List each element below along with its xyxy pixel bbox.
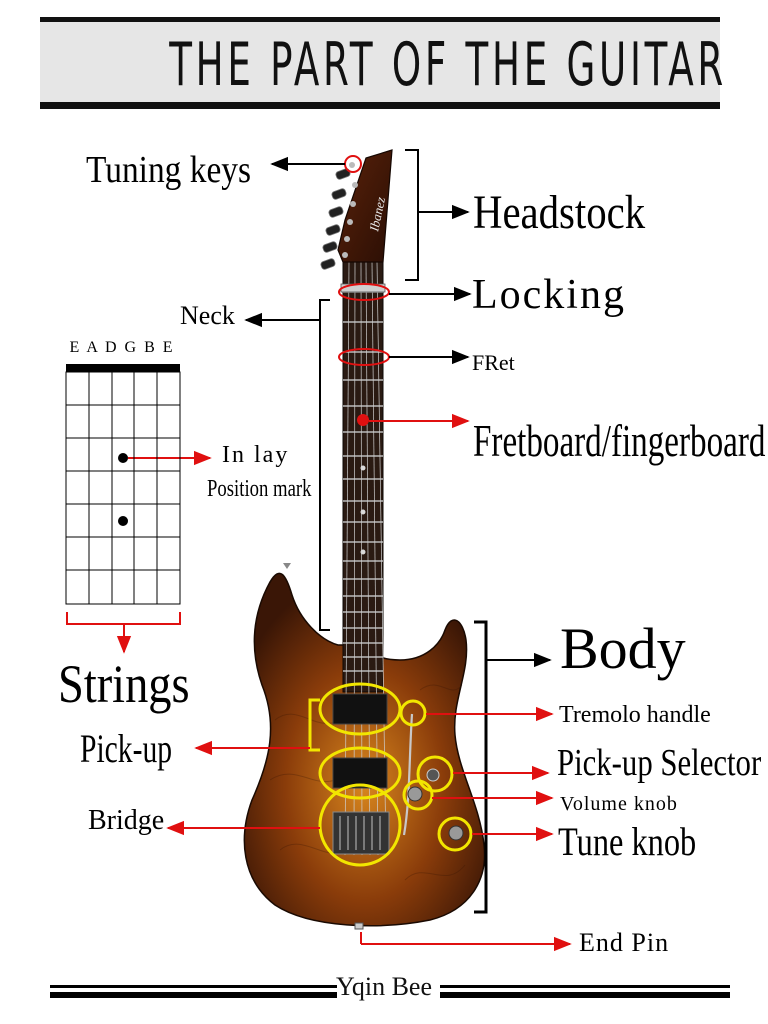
label-bridge: Bridge xyxy=(88,805,164,836)
guitar-strings xyxy=(344,261,387,856)
inlay-dot xyxy=(118,516,128,526)
brand-logo: Ibanez xyxy=(366,196,388,234)
tremolo-handle-highlight xyxy=(399,699,427,727)
label-tune-knob: Tune knob xyxy=(558,820,696,864)
label-pickup: Pick-up xyxy=(80,727,172,771)
label-headstock: Headstock xyxy=(473,185,646,239)
label-tuning-keys: Tuning keys xyxy=(86,148,251,190)
label-body: Body xyxy=(560,616,686,681)
headstock-bracket xyxy=(405,149,419,281)
label-strings: Strings xyxy=(58,654,190,714)
label-volume-knob: Volume knob xyxy=(560,793,678,815)
selector-highlight xyxy=(416,755,454,793)
tone-knob-illustration xyxy=(448,825,464,841)
volume-knob-highlight xyxy=(402,779,434,811)
bridge-highlight xyxy=(318,783,402,867)
neck-pickup xyxy=(332,693,388,725)
inlay-dot xyxy=(118,453,128,463)
footer-author: Yqin Bee xyxy=(335,972,433,1001)
neck-pickup-highlight xyxy=(318,682,402,736)
volume-knob-illustration xyxy=(407,786,423,802)
fret-chart-nut xyxy=(66,364,180,372)
pickup-bracket xyxy=(308,698,320,752)
bridge-pickup-highlight xyxy=(318,746,402,800)
string-names: E A D G B E xyxy=(69,339,174,356)
labels: Tuning keys Headstock Locking Neck FRet … xyxy=(58,148,765,957)
headstock xyxy=(337,149,393,263)
label-fretboard: Fretboard/fingerboard xyxy=(473,415,765,467)
tremolo-arm xyxy=(402,713,414,836)
label-pickup-selector: Pick-up Selector xyxy=(557,742,762,784)
title-top-rule xyxy=(40,17,720,22)
strings-bracket xyxy=(66,612,181,625)
guitar-illustration: Ibanez xyxy=(243,149,486,930)
title-banner: THE PART OF THE GUITAR xyxy=(40,17,723,109)
label-tremolo-handle: Tremolo handle xyxy=(559,702,711,728)
label-inlay: In lay xyxy=(222,442,289,468)
black-arrows xyxy=(244,156,552,668)
fretboard-inlay-dot xyxy=(357,414,369,426)
tune-knob-highlight xyxy=(437,816,473,852)
label-neck: Neck xyxy=(180,301,235,330)
body-bracket xyxy=(474,620,488,914)
red-arrows xyxy=(116,413,572,952)
selector-switch xyxy=(426,768,440,782)
brackets xyxy=(319,149,488,914)
label-position-mark: Position mark xyxy=(207,475,312,502)
fretboard xyxy=(342,261,384,693)
yellow-highlights xyxy=(318,682,473,867)
fret-chart: E A D G B E xyxy=(65,339,181,605)
label-fret: FRet xyxy=(472,350,515,375)
title-bottom-rule xyxy=(40,102,720,109)
bridge-pickup xyxy=(332,757,388,789)
locking-highlight xyxy=(338,283,390,301)
neck-bracket xyxy=(319,299,330,631)
footer-rules xyxy=(50,985,730,998)
label-end-pin: End Pin xyxy=(579,928,669,957)
end-pin xyxy=(354,922,364,930)
label-locking: Locking xyxy=(472,272,626,318)
